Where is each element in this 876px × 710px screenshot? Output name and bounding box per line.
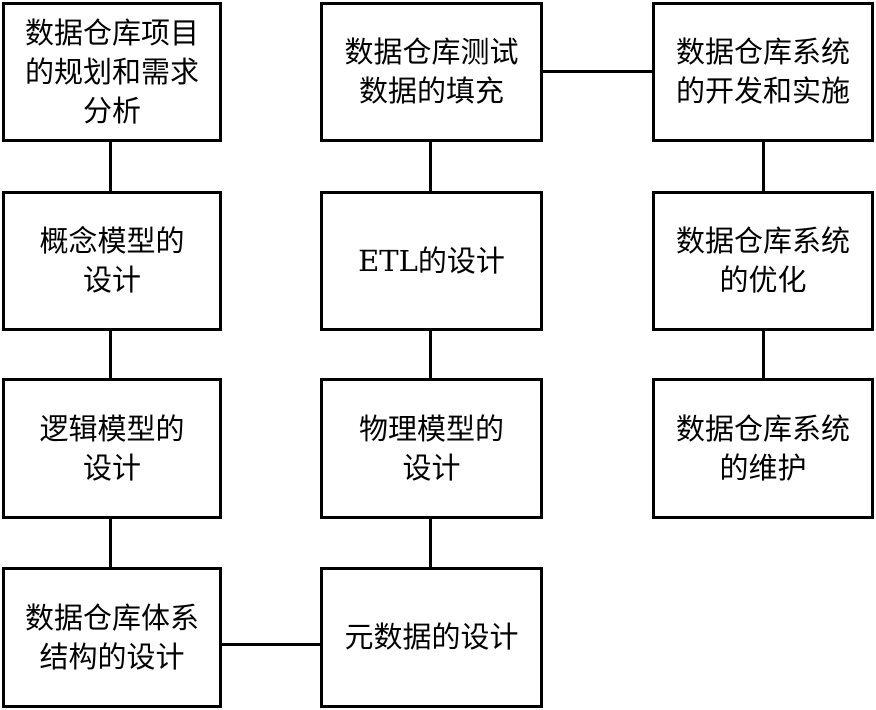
- node-planning: 数据仓库项目 的规划和需求 分析: [2, 2, 222, 142]
- node-optimization: 数据仓库系统 的优化: [652, 191, 874, 331]
- node-etl: ETL的设计: [320, 191, 543, 331]
- node-conceptual: 概念模型的 设计: [2, 191, 222, 331]
- node-logical: 逻辑模型的 设计: [2, 378, 222, 519]
- connector-physical-etl: [429, 330, 432, 379]
- node-physical-label: 物理模型的 设计: [358, 411, 504, 485]
- connector-planning-conceptual: [109, 140, 112, 192]
- node-development-label: 数据仓库系统 的开发和实施: [675, 35, 850, 108]
- node-maintenance: 数据仓库系统 的维护: [652, 378, 874, 519]
- connector-metadata-physical: [429, 518, 432, 568]
- node-architecture: 数据仓库体系 结构的设计: [2, 567, 222, 708]
- node-logical-label: 逻辑模型的 设计: [39, 411, 185, 485]
- node-development: 数据仓库系统 的开发和实施: [652, 2, 874, 142]
- node-test-data-label: 数据仓库测试 数据的填充: [344, 35, 519, 108]
- node-physical: 物理模型的 设计: [320, 378, 543, 519]
- node-metadata: 元数据的设计: [320, 567, 543, 708]
- node-etl-label: ETL的设计: [358, 243, 505, 278]
- node-metadata-label: 元数据的设计: [344, 620, 519, 654]
- node-test-data: 数据仓库测试 数据的填充: [320, 2, 543, 142]
- node-planning-label: 数据仓库项目 的规划和需求 分析: [24, 15, 199, 128]
- connector-conceptual-logical: [109, 330, 112, 379]
- connector-test-data-development: [542, 70, 653, 73]
- node-optimization-label: 数据仓库系统 的优化: [675, 224, 850, 297]
- connector-logical-architecture: [109, 518, 112, 568]
- node-architecture-label: 数据仓库体系 结构的设计: [24, 600, 199, 674]
- connector-development-optimization: [762, 140, 765, 192]
- node-maintenance-label: 数据仓库系统 的维护: [675, 411, 850, 485]
- connector-etl-test-data: [429, 140, 432, 192]
- connector-optimization-maintenance: [762, 330, 765, 379]
- node-conceptual-label: 概念模型的 设计: [39, 224, 185, 297]
- connector-architecture-metadata: [222, 643, 320, 646]
